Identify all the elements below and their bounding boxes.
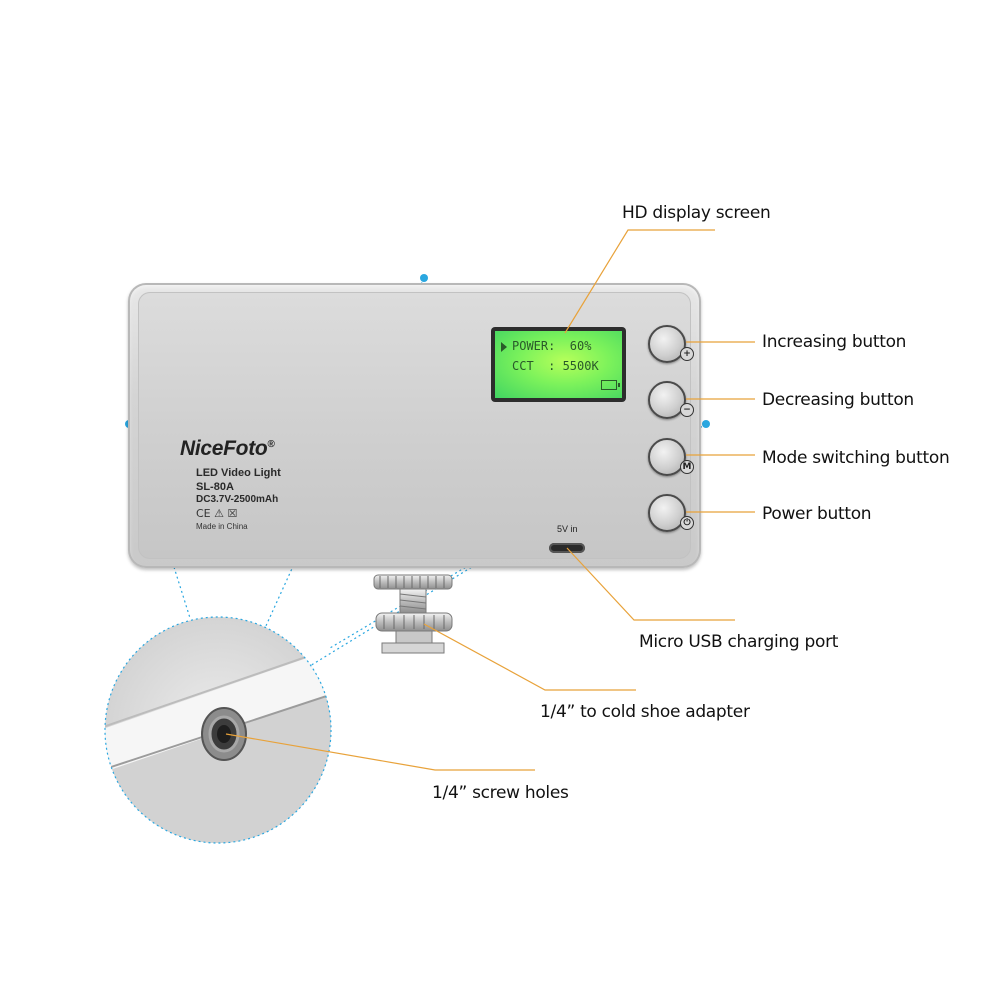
lcd-screen [495, 331, 622, 398]
power-button[interactable] [648, 494, 686, 532]
screw-hole-magnifier [104, 616, 332, 844]
cert-marks: CE ⚠ ☒ [196, 507, 238, 520]
spec-model: SL-80A [196, 481, 234, 493]
decrease-button[interactable] [648, 381, 686, 419]
cold-shoe-adapter [373, 574, 453, 654]
callout-decreasing-button: Decreasing button [762, 390, 914, 410]
callout-screw-holes: 1/4” screw holes [432, 783, 569, 803]
callout-hd-display: HD display screen [622, 203, 771, 223]
minus-icon: − [680, 403, 694, 417]
callout-leaders [225, 229, 755, 771]
callout-mode-button: Mode switching button [762, 448, 950, 468]
made-in-label: Made in China [196, 522, 248, 531]
lcd-cct-line: CCT : 5500K [512, 359, 599, 373]
lcd-power-line: POWER: 60% [512, 339, 592, 353]
power-icon: ⏻ [680, 516, 694, 530]
lcd-selector-icon [501, 342, 507, 352]
callout-power-button: Power button [762, 504, 872, 524]
battery-icon [601, 380, 620, 390]
increase-button[interactable] [648, 325, 686, 363]
plus-icon: + [680, 347, 694, 361]
usb-label: 5V in [557, 524, 578, 534]
callout-usb-port: Micro USB charging port [639, 632, 839, 652]
callout-cold-shoe: 1/4” to cold shoe adapter [540, 702, 750, 722]
callout-increasing-button: Increasing button [762, 332, 907, 352]
mode-icon: M [680, 460, 694, 474]
spec-power: DC3.7V-2500mAh [196, 494, 279, 505]
brand-logo: NiceFoto® [180, 437, 275, 460]
spec-product-name: LED Video Light [196, 467, 281, 479]
mode-button[interactable] [648, 438, 686, 476]
